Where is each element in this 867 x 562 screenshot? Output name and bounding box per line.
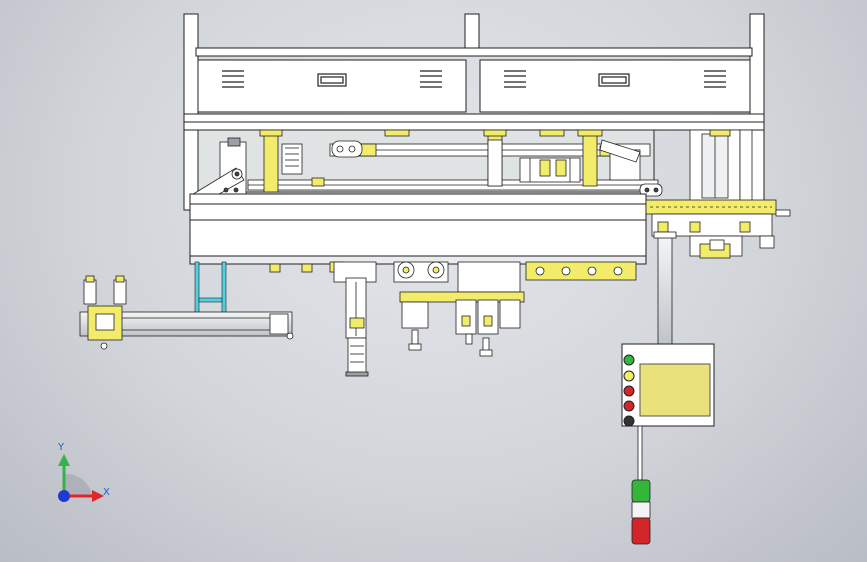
y-axis-label: Y [58, 442, 65, 453]
emergency-button [623, 415, 635, 427]
reset-button-lamp [623, 400, 635, 412]
start-button-lamp [623, 354, 635, 366]
main-beam [189, 193, 647, 265]
upper-carriage[interactable] [331, 139, 663, 197]
stop-button-lamp [623, 385, 635, 397]
cyan-supports [194, 261, 227, 315]
drawer-right[interactable] [504, 70, 726, 88]
drawer-left[interactable] [222, 70, 442, 88]
x-axis-label: X [103, 487, 110, 498]
xyz-triad-icon [58, 454, 104, 502]
gripper-station[interactable] [393, 261, 525, 357]
control-panel-post [653, 231, 677, 347]
hmi-panel-icon[interactable] [621, 343, 715, 427]
right-conveyor-module[interactable] [645, 129, 791, 259]
beam-feet [269, 261, 637, 281]
left-linear-cylinder[interactable] [79, 275, 294, 350]
pause-button-lamp [623, 370, 635, 382]
vertical-servo-actuator[interactable] [333, 261, 377, 377]
signal-tower-icon [631, 425, 651, 545]
